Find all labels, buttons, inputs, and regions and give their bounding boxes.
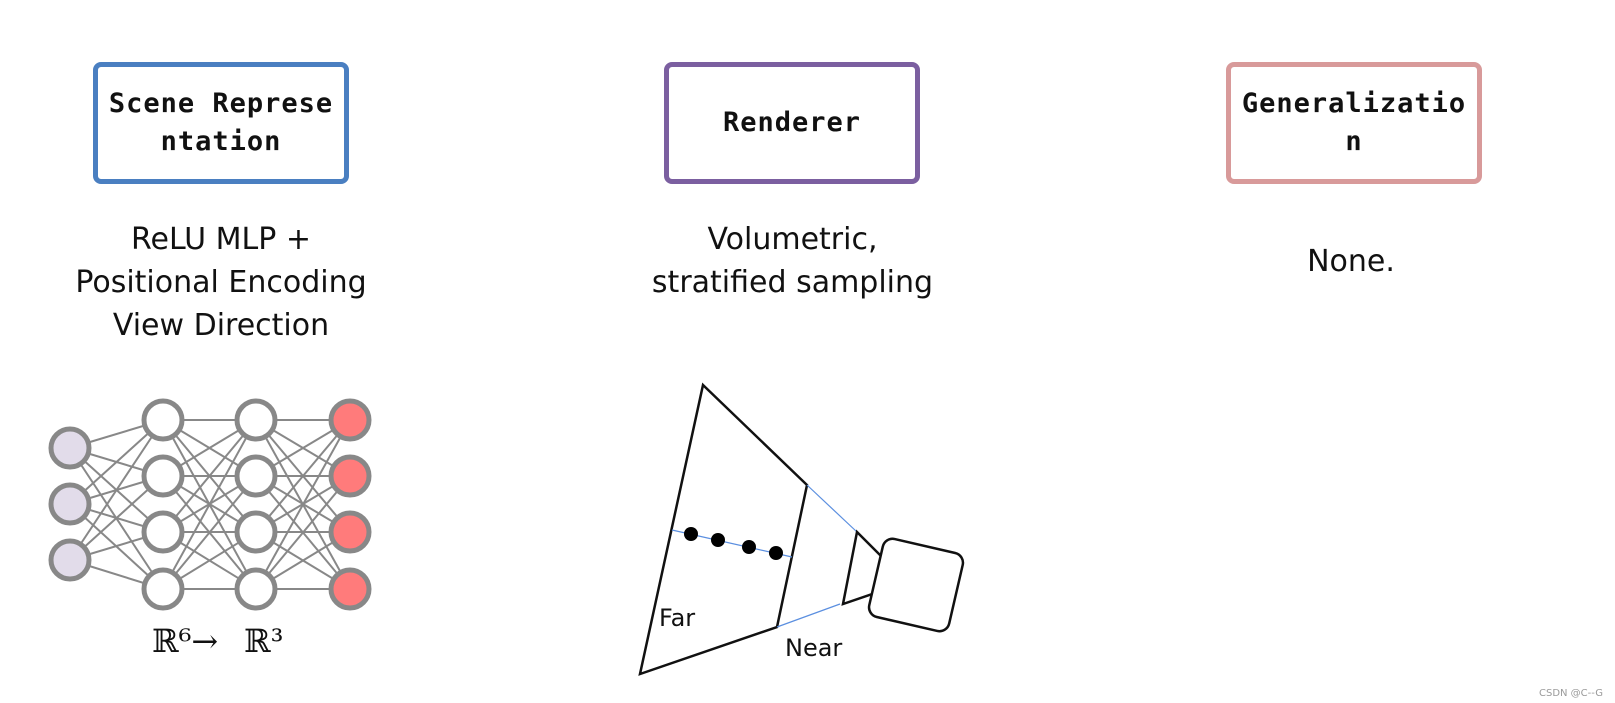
hidden-node — [234, 510, 278, 554]
output-node — [328, 454, 372, 498]
network-edge — [69, 419, 164, 561]
scene-representation-title: Scene Representation — [108, 88, 334, 157]
sample-point — [711, 533, 725, 547]
hidden-node — [141, 567, 185, 611]
output-node — [328, 510, 372, 554]
renderer-description: Volumetric, stratified sampling — [605, 218, 980, 304]
sample-point — [769, 546, 783, 560]
frustum-edge-top — [806, 484, 858, 533]
input-dimension-label: ℝ⁶→ — [152, 622, 218, 660]
network-edge — [255, 475, 351, 590]
sample-point — [684, 527, 698, 541]
generalization-title: Generalization — [1241, 88, 1467, 157]
input-node — [48, 538, 92, 582]
network-edge — [162, 419, 257, 590]
network-edge — [162, 475, 257, 590]
scene-desc-line: View Direction — [112, 308, 330, 343]
renderer-desc-line: Volumetric, — [707, 222, 878, 257]
scene-description: ReLU MLP + Positional Encoding View Dire… — [40, 218, 402, 347]
hidden-node — [234, 398, 278, 442]
watermark: CSDN @C--G — [1538, 688, 1603, 699]
hidden-node — [141, 510, 185, 554]
output-node — [328, 398, 372, 442]
network-edge — [162, 419, 257, 533]
hidden-node — [141, 454, 185, 498]
output-node — [328, 567, 372, 611]
scene-desc-line: ReLU MLP + — [130, 222, 312, 257]
generalization-description: None. — [1251, 240, 1451, 283]
hidden-node — [234, 567, 278, 611]
sample-point — [742, 540, 756, 554]
input-node — [48, 426, 92, 470]
hidden-node — [234, 454, 278, 498]
output-dimension-label: ℝ³ — [244, 622, 283, 660]
scene-representation-box: Scene Representation — [93, 62, 349, 184]
scene-desc-line: Positional Encoding — [75, 265, 367, 300]
renderer-box: Renderer — [664, 62, 920, 184]
camera-frustum-diagram: Far Near — [638, 382, 965, 676]
far-label: Far — [659, 604, 695, 632]
frustum-edge-bottom — [776, 603, 841, 628]
hidden-node — [141, 398, 185, 442]
generalization-box: Generalization — [1226, 62, 1482, 184]
network-edges — [69, 419, 351, 590]
camera-body — [867, 537, 965, 633]
network-edge — [255, 419, 351, 533]
near-label: Near — [785, 634, 842, 662]
renderer-desc-line: stratified sampling — [651, 265, 934, 300]
generalization-desc-line: None. — [1307, 244, 1395, 279]
network-edge — [255, 419, 351, 590]
renderer-title: Renderer — [722, 107, 862, 138]
input-node — [48, 482, 92, 526]
network-nodes — [48, 398, 372, 611]
